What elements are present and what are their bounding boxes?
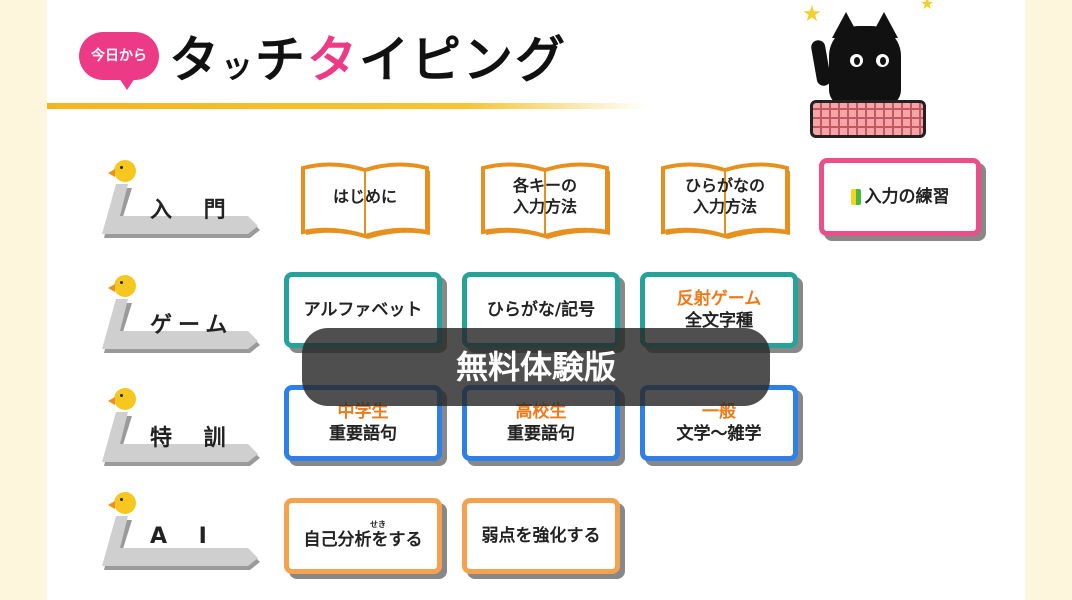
- chick-icon: [108, 275, 136, 297]
- button-label-accent: 一般: [702, 402, 736, 422]
- practice-button[interactable]: 入力の練習: [819, 158, 981, 236]
- ai-button-self-analysis[interactable]: せき 自己分析をする: [284, 498, 442, 574]
- row-label-text: 特 訓: [150, 426, 238, 451]
- book-icon: [481, 162, 610, 239]
- button-label-accent: 高校生: [515, 402, 567, 422]
- title-char: チ: [255, 31, 308, 89]
- row-label-game: ゲーム: [102, 275, 272, 365]
- ai-button-strengthen-weakness[interactable]: 弱点を強化する: [462, 498, 620, 574]
- cat-body: [829, 26, 901, 106]
- beginner-leaf-icon: [850, 189, 861, 205]
- row-label-training: 特 訓: [102, 388, 272, 478]
- button-label: 重要語句: [329, 424, 397, 444]
- chick-icon: [108, 160, 136, 182]
- page-title: タッチタイピング: [169, 20, 567, 92]
- practice-label: 入力の練習: [864, 187, 950, 207]
- label-arrow-icon: [102, 299, 260, 353]
- button-label-accent: 反射ゲーム: [676, 289, 762, 309]
- star-icon: ★: [802, 2, 822, 27]
- book-label-line: 各キーの: [512, 176, 577, 195]
- cat-mascot: ★ ★: [802, 0, 934, 138]
- row-label-text: ゲーム: [150, 313, 234, 338]
- button-label-accent: 中学生: [337, 402, 389, 422]
- book-label-line: 入力方法: [692, 197, 757, 216]
- chick-icon: [108, 388, 136, 410]
- title-char-highlight: タ: [307, 31, 360, 89]
- intro-button-key-input[interactable]: 各キーの 入力方法: [477, 158, 613, 239]
- row-label-text: A I: [150, 524, 219, 549]
- title-area: 今日から タッチタイピング: [47, 0, 1025, 120]
- button-label: 全文字種: [685, 311, 753, 331]
- chick-icon: [108, 492, 136, 514]
- button-label: 文学～雑学: [676, 424, 762, 444]
- book-icon: [301, 162, 430, 239]
- intro-button-hiragana-input[interactable]: ひらがなの 入力方法: [657, 158, 793, 239]
- cat-eye: [850, 54, 863, 67]
- trial-version-overlay: 無料体験版: [302, 328, 770, 406]
- title-char: タ: [169, 31, 221, 89]
- book-label: はじめに: [297, 158, 433, 234]
- label-arrow-icon: [102, 184, 260, 238]
- title-char: イピング: [359, 31, 568, 89]
- book-label-line: はじめに: [332, 186, 397, 206]
- star-icon: ★: [920, 0, 935, 13]
- title-badge: 今日から: [79, 32, 159, 90]
- book-icon: [661, 162, 790, 239]
- book-label-line: 入力方法: [512, 197, 577, 216]
- book-label: ひらがなの 入力方法: [657, 158, 793, 234]
- title-underline: [47, 103, 647, 109]
- label-arrow-icon: [102, 412, 260, 466]
- button-label: 自己分析をする: [303, 530, 423, 550]
- cat-eye: [876, 54, 889, 67]
- row-label-ai: A I: [102, 492, 272, 582]
- button-label: 重要語句: [507, 424, 575, 444]
- title-char: ッ: [221, 47, 256, 85]
- button-label: 弱点を強化する: [481, 526, 601, 546]
- main-panel: 今日から タッチタイピング ★ ★ 入 門 ゲーム: [47, 0, 1025, 600]
- button-label: ひらがな/記号: [486, 300, 596, 320]
- book-label: 各キーの 入力方法: [477, 158, 613, 234]
- label-arrow-icon: [102, 516, 260, 570]
- row-label-text: 入 門: [150, 198, 238, 223]
- row-label-intro: 入 門: [102, 160, 272, 250]
- book-label-line: ひらがなの: [684, 176, 765, 195]
- button-label: アルファベット: [303, 300, 423, 320]
- keyboard-icon: [810, 100, 926, 138]
- ruby-text: せき: [370, 520, 386, 529]
- intro-button-hajimeni[interactable]: はじめに: [297, 158, 433, 239]
